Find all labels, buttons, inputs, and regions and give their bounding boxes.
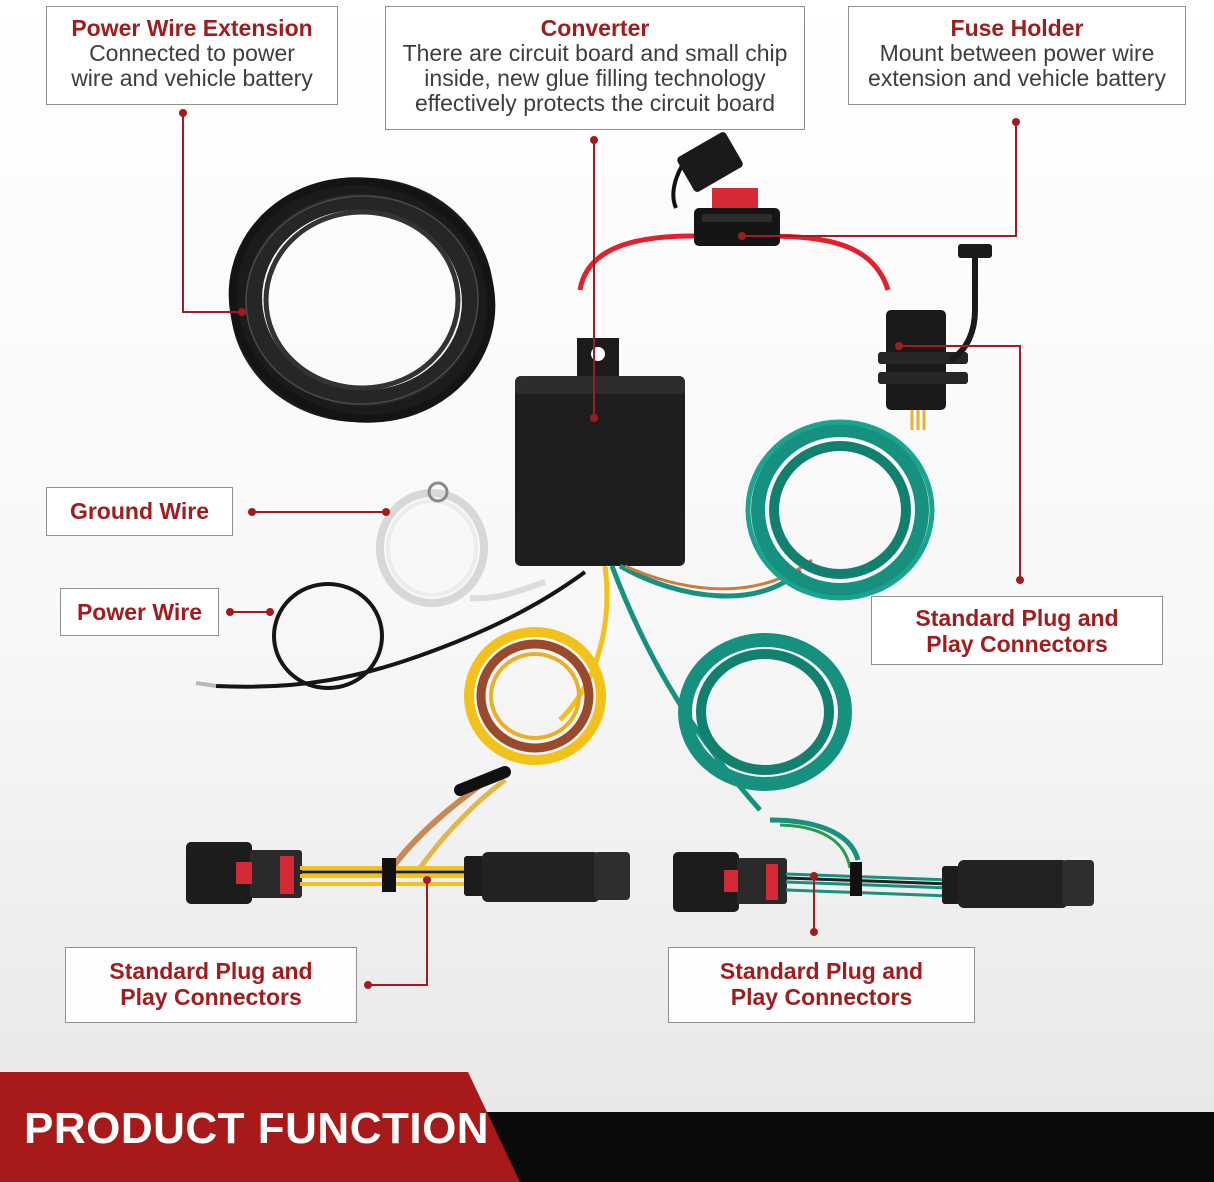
bottom-left-connector-pair: [186, 842, 630, 904]
callout-converter: Converter There are circuit board and sm…: [385, 6, 805, 130]
callout-title-line: Play Connectors: [926, 631, 1108, 657]
callout-description-line: extension and vehicle battery: [868, 65, 1166, 91]
callout-title: Power Wire: [76, 599, 203, 625]
converter-box: [515, 338, 685, 566]
callout-description-line: inside, new glue filling technology: [424, 65, 766, 91]
right-teal-coil: [745, 408, 935, 601]
callout-connectors-bottom-right: Standard Plug and Play Connectors: [668, 947, 975, 1023]
leader-dots: [179, 109, 1024, 989]
callout-description-line: Mount between power wire: [879, 40, 1155, 66]
callout-ground-wire: Ground Wire: [46, 487, 233, 536]
callout-title-line: Standard Plug and: [109, 958, 313, 984]
callout-title-line: Play Connectors: [120, 984, 302, 1010]
leader-lines: [182, 113, 1021, 986]
callout-description-line: effectively protects the circuit board: [414, 90, 776, 116]
callout-description-line: There are circuit board and small chip: [402, 40, 788, 66]
callout-connectors-right: Standard Plug and Play Connectors: [871, 596, 1163, 665]
lower-teal-coil: [678, 633, 861, 869]
callout-title-line: Standard Plug and: [915, 605, 1119, 631]
bottom-right-connector-pair: [673, 852, 1094, 912]
footer-label: PRODUCT FUNCTION: [24, 1104, 490, 1153]
callout-power-wire: Power Wire: [60, 588, 219, 636]
footer-red-tab: [0, 1072, 520, 1182]
callout-title: Power Wire Extension: [71, 15, 313, 41]
callout-title-line: Standard Plug and: [719, 958, 924, 984]
power-wire-extension-coil: [228, 177, 496, 423]
right-flat-connector: [878, 244, 992, 410]
footer-banner: PRODUCT FUNCTION: [0, 1072, 1214, 1182]
fuse-holder: [671, 132, 780, 246]
callout-title: Converter: [540, 15, 650, 41]
callout-title-line: Play Connectors: [730, 984, 913, 1010]
yellow-brown-coil: [389, 627, 606, 870]
ground-wire-loop: [376, 481, 546, 607]
callout-description-line: Connected to power: [89, 40, 295, 66]
callout-connectors-bottom-left: Standard Plug and Play Connectors: [65, 947, 357, 1023]
callout-power-wire-extension: Power Wire Extension Connected to power …: [46, 6, 338, 105]
callout-title: Ground Wire: [69, 498, 210, 524]
power-wire: [195, 570, 587, 690]
callout-description-line: wire and vehicle battery: [71, 65, 313, 91]
callout-fuse-holder: Fuse Holder Mount between power wire ext…: [848, 6, 1186, 105]
callout-title: Fuse Holder: [950, 15, 1084, 41]
